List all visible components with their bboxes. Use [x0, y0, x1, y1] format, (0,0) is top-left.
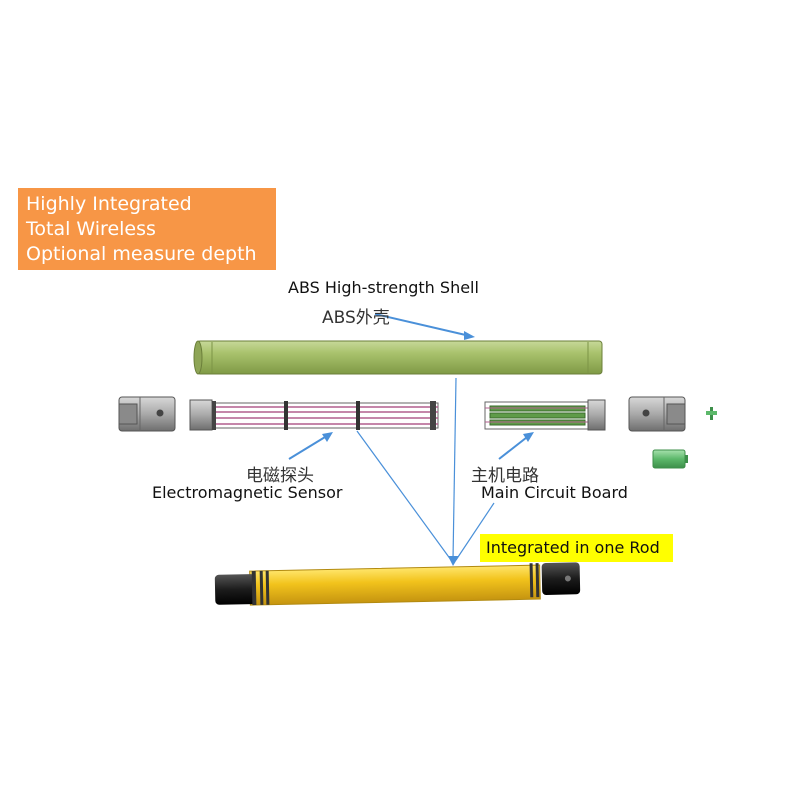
feature-box: Highly Integrated Total Wireless Optiona… — [18, 188, 276, 270]
main-circuit-board — [484, 399, 606, 431]
sensor-label-cn: 电磁探头 — [246, 466, 314, 486]
feature-item: Highly Integrated — [26, 193, 192, 215]
integrated-rod — [214, 562, 581, 606]
feature-item: Total Wireless — [26, 218, 156, 240]
feature-item: Optional measure depth — [26, 243, 257, 265]
left-end-cap — [118, 396, 176, 432]
shell-label-en: ABS High-strength Shell — [288, 278, 479, 297]
arrows — [288, 313, 534, 566]
right-end-cap — [628, 396, 686, 432]
abs-shell — [193, 340, 603, 375]
rod-label: Integrated in one Rod — [480, 534, 673, 562]
battery — [652, 449, 688, 469]
board-label-en: Main Circuit Board — [481, 483, 628, 502]
sensor-label-en: Electromagnetic Sensor — [152, 483, 343, 502]
connector-pin — [706, 407, 717, 420]
electromagnetic-sensor — [189, 399, 439, 431]
board-label-cn: 主机电路 — [471, 466, 539, 486]
shell-label-cn: ABS外壳 — [322, 308, 390, 328]
